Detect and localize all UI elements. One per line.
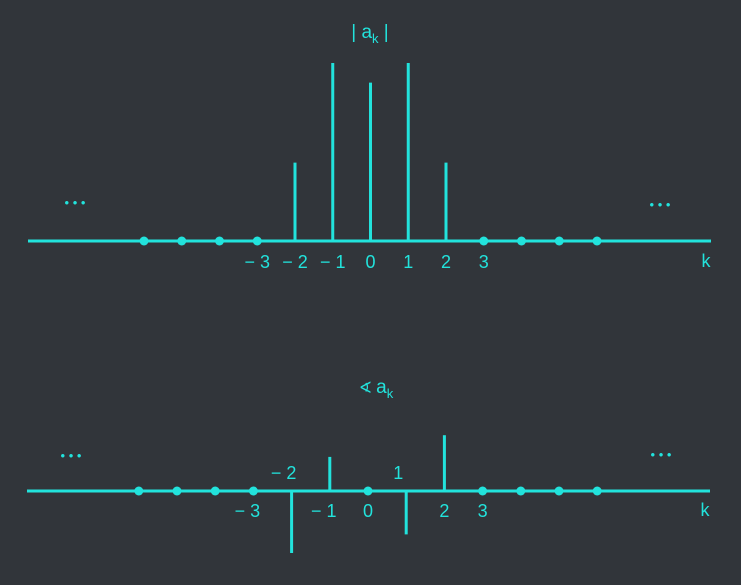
- magnitude-zero-dot-k-4: [517, 236, 526, 246]
- phase-title: ∢ak: [359, 377, 394, 401]
- phase-zero-dot-k-6: [592, 486, 602, 496]
- magnitude-title-prefix: | a: [351, 22, 372, 43]
- magnitude-tick-label: 3: [479, 252, 489, 272]
- phase-tick-label: 3: [478, 501, 488, 521]
- magnitude-zero-dot-k-neg3: [252, 236, 262, 246]
- magnitude-ellipsis-right: • • •: [650, 197, 671, 212]
- phase-above-labels: − 2 1: [271, 463, 403, 483]
- phase-ellipsis-left: • • •: [61, 448, 82, 463]
- magnitude-title-sub: k: [372, 31, 379, 46]
- phase-tick-label: 2: [439, 501, 449, 521]
- phase-title-symbol: ∢: [359, 380, 372, 397]
- phase-zero-dot-k-3: [478, 486, 488, 496]
- phase-zero-dot-k-neg4: [210, 486, 220, 496]
- magnitude-zero-dot-k-6: [592, 236, 602, 246]
- phase-above-label: 1: [393, 463, 403, 483]
- phase-above-label: − 2: [271, 463, 297, 483]
- phase-zero-dot-k-5: [554, 486, 564, 496]
- magnitude-zero-dot-k-neg6: [139, 236, 149, 246]
- magnitude-zero-dots: [139, 236, 602, 246]
- phase-title-main: a: [376, 377, 387, 398]
- phase-tick-labels: − 3 − 1 0 2 3: [235, 501, 488, 521]
- magnitude-title-suffix: |: [379, 22, 389, 43]
- phase-zero-dot-k-neg6: [134, 486, 144, 496]
- phase-axis-label: k: [701, 500, 711, 520]
- magnitude-zero-dot-k-3: [479, 236, 489, 246]
- magnitude-tick-label: 1: [403, 252, 413, 272]
- phase-tick-label: − 3: [235, 501, 261, 521]
- magnitude-stems: [293, 63, 448, 241]
- magnitude-tick-label: 0: [365, 252, 375, 272]
- magnitude-tick-label: − 2: [282, 252, 308, 272]
- magnitude-axis-label: k: [702, 251, 712, 271]
- magnitude-tick-labels: − 3 − 2 − 1 0 1 2 3: [244, 252, 488, 272]
- phase-ellipsis-right: • • •: [651, 447, 672, 462]
- magnitude-zero-dot-k-neg4: [215, 236, 224, 246]
- magnitude-tick-label: 2: [441, 252, 451, 272]
- magnitude-ellipsis-left: • • •: [65, 195, 86, 210]
- magnitude-zero-dot-k-5: [554, 236, 564, 246]
- phase-zero-dot-k-neg5: [172, 486, 182, 496]
- magnitude-tick-label: − 3: [244, 252, 270, 272]
- phase-title-sub: k: [387, 386, 394, 401]
- phase-zero-dot-k-0: [363, 486, 373, 496]
- phase-stems: [290, 435, 446, 553]
- magnitude-title: | ak |: [351, 22, 389, 46]
- magnitude-zero-dot-k-neg5: [177, 236, 187, 246]
- phase-zero-dots: [134, 486, 602, 496]
- magnitude-tick-label: − 1: [320, 252, 346, 272]
- phase-zero-dot-k-neg3: [248, 486, 258, 496]
- phase-zero-dot-k-4: [516, 486, 526, 496]
- phase-tick-label: − 1: [311, 501, 337, 521]
- phase-tick-label: 0: [363, 501, 373, 521]
